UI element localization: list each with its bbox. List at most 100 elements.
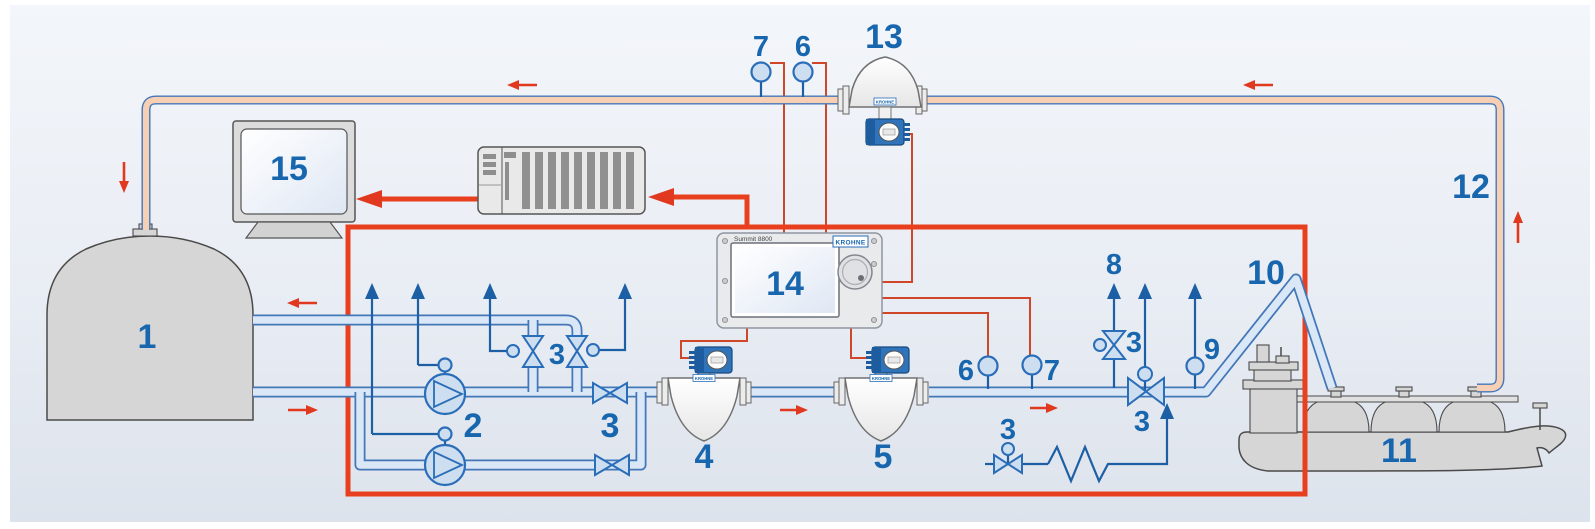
- loading-pumps: [423, 357, 467, 487]
- line-sensor-6: [977, 355, 999, 377]
- vent-arrow: [618, 283, 632, 299]
- flow-computer-number: 14: [766, 265, 804, 303]
- vent-arrow: [1188, 283, 1202, 299]
- pump-2-sensor: [437, 426, 453, 442]
- pump-1-sensor: [437, 357, 453, 373]
- plc-vent-slot: [483, 154, 496, 159]
- meter-flange: [656, 381, 663, 404]
- label-valve: 3: [1134, 406, 1150, 438]
- signal-top-sensor7-to-computer: [770, 62, 785, 233]
- meter-brand-text: KROHNE: [876, 100, 894, 105]
- label-sensor-6: 6: [795, 31, 811, 63]
- plc-rack: [477, 146, 646, 215]
- label-pumps: 2: [464, 407, 483, 445]
- flow-computer-brand-plate: [832, 235, 869, 248]
- label-valve: 3: [601, 407, 620, 445]
- label-vent: 8: [1106, 249, 1122, 281]
- label-meter-5: 5: [874, 438, 893, 476]
- label-loading-arm: 10: [1247, 254, 1285, 292]
- vent-arrow: [365, 283, 379, 299]
- label-sensor-9: 9: [1204, 334, 1220, 366]
- vent-and-instrument-lines: [365, 81, 1202, 484]
- label-meter-4: 4: [695, 438, 714, 476]
- top-sensor-7: [750, 61, 772, 83]
- ship-bridge-roof: [1248, 361, 1299, 371]
- top-sensor-6: [792, 61, 814, 83]
- ship-equipment-box: [1275, 355, 1290, 364]
- vent-arrow: [1138, 283, 1152, 299]
- pump-discharge-valves: [592, 381, 630, 477]
- ship-bridge-cabin: [1253, 368, 1292, 382]
- relief-spring-zigzag: [1047, 416, 1169, 484]
- flow-computer-model: Summit 8800: [734, 236, 773, 243]
- line-sensor-9: [1185, 356, 1205, 376]
- meter-brand-text: KROHNE: [872, 376, 890, 381]
- ship-bridge-block: [1249, 387, 1298, 434]
- signal-computer-to-meter4: [680, 328, 748, 359]
- workstation-number: 15: [270, 150, 308, 188]
- label-valve: 3: [1000, 414, 1016, 446]
- meter-brand-text: KROHNE: [695, 376, 713, 381]
- control-valve-left-actuator: [506, 344, 520, 358]
- label-lng-carrier: 11: [1381, 432, 1417, 470]
- flow-arrow-down: [119, 181, 129, 193]
- signal-computer-to-sensor7: [880, 297, 1031, 357]
- signal-computer-to-meter5: [850, 328, 866, 359]
- arrowhead-into-workstation: [356, 190, 382, 208]
- skid-to-plc-line: [670, 194, 750, 225]
- flow-arrow-left: [507, 80, 519, 90]
- loading-valve-actuator: [1137, 366, 1153, 382]
- control-valve-right-actuator: [586, 343, 600, 357]
- relief-valve-actuator: [1001, 442, 1015, 456]
- control-valve-left: [521, 335, 545, 353]
- meter-flange: [745, 381, 752, 404]
- flow-arrow-left: [1243, 80, 1255, 90]
- vent-valve-actuator: [1093, 338, 1107, 352]
- cargo-tank-dome: [1438, 398, 1506, 433]
- label-meter-13: 13: [865, 18, 903, 56]
- coriolis-meter-5: KROHNE: [833, 346, 929, 442]
- plc-io-modules: [522, 152, 634, 209]
- signal-top-sensor6-to-computer: [812, 62, 827, 233]
- vapour-meter-13: KROHNE: [837, 56, 928, 146]
- meter-brand-plate: [692, 374, 716, 382]
- cargo-tank-dome: [1370, 398, 1438, 433]
- flow-arrow-left: [287, 298, 299, 308]
- ship-hull: [1238, 425, 1567, 472]
- flow-arrow-right: [796, 405, 808, 415]
- vent-valve: [1093, 330, 1128, 360]
- loading-shutoff-valve: [1127, 366, 1165, 407]
- control-valve-right: [565, 335, 589, 353]
- flow-computer: Summit 8800 KROHNE 14: [716, 232, 883, 329]
- cargo-tank-dome: [1302, 398, 1370, 433]
- meter-body: [848, 56, 922, 108]
- meter-body: [667, 377, 741, 442]
- flow-arrow-up: [1513, 211, 1523, 223]
- workstation-monitor: 15: [232, 120, 356, 239]
- signal-computer-to-sensor6: [880, 312, 989, 357]
- vent-arrow: [483, 283, 497, 299]
- supervisory-links: [356, 188, 750, 225]
- monitor-screen: [240, 128, 348, 215]
- meter-13-transmitter: [865, 118, 910, 146]
- item-labels: 1 2 3 3 3 3 3 4 5 7 6 13 6 7 8 9 10 11 1…: [138, 18, 1490, 476]
- vent-arrow: [411, 283, 425, 299]
- relief-arrow-into-pipe: [1160, 403, 1174, 419]
- label-valve: 3: [1126, 327, 1142, 359]
- label-sensor-7: 7: [753, 31, 769, 63]
- coriolis-meter-4: KROHNE: [656, 346, 752, 442]
- flow-direction-arrows: [119, 80, 1523, 415]
- label-valve: 3: [549, 339, 565, 371]
- cargo-manifold-nozzles: [1327, 386, 1485, 398]
- meter-neck: [878, 106, 892, 120]
- arrowhead-into-plc: [648, 188, 674, 206]
- flow-arrow-right: [1046, 403, 1058, 413]
- label-vapour-return: 12: [1452, 168, 1490, 206]
- housing-screws: [722, 237, 878, 323]
- recirculation-control-valves: [506, 335, 600, 368]
- tank-roof-nozzle-flange: [132, 228, 158, 237]
- label-sensor-7: 7: [1044, 355, 1060, 387]
- ship-funnel: [1256, 344, 1270, 363]
- storage-tank: [46, 223, 254, 421]
